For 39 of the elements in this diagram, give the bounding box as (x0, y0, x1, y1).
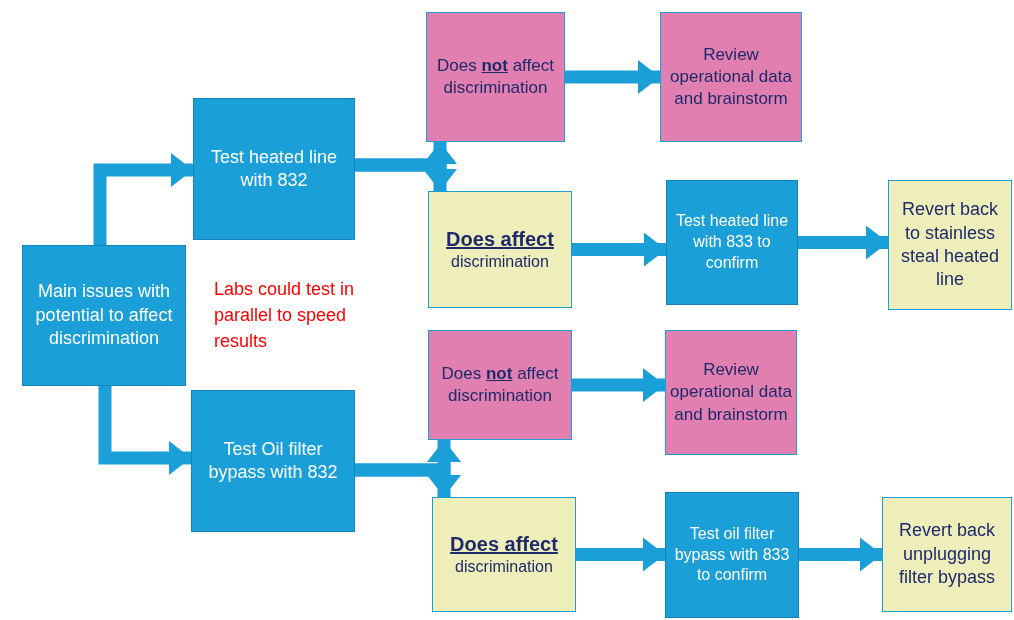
arrow (572, 232, 666, 267)
outcome-box (665, 330, 797, 455)
outcome-box (428, 191, 572, 308)
box-text: Revert back to stainless steal heated line (899, 198, 1001, 292)
outcome-box (660, 12, 802, 142)
outcome-box (428, 330, 572, 440)
arrow (798, 225, 888, 260)
box-text: Does not affect discrimination (436, 54, 555, 99)
note-text: Labs could test in parallel to speed results (214, 278, 356, 354)
box-text: Revert back unplugging filter bypass (897, 519, 996, 590)
process-box (191, 390, 355, 532)
box-text: Does not affect discrimination (440, 362, 560, 407)
process-box (666, 180, 798, 305)
outcome-box (426, 12, 565, 142)
process-box (22, 245, 186, 386)
arrow (98, 386, 191, 475)
box-text: discrimination (455, 557, 553, 578)
box-text: Review operational data and brainstorm (669, 43, 793, 111)
outcome-box (888, 180, 1012, 310)
box-heading: Does affect (450, 532, 558, 558)
arrow (565, 60, 660, 94)
arrow (576, 537, 665, 572)
box-text: Test Oil filter bypass with 832 (207, 437, 339, 484)
outcome-box (432, 497, 576, 612)
process-box (193, 98, 355, 240)
box-text: Review operational data and brainstorm (670, 359, 792, 426)
arrow (355, 158, 457, 191)
box-text: Test heated line with 833 to confirm (674, 211, 790, 273)
box-text: Test oil filter bypass with 833 to confirm (673, 523, 791, 586)
arrow (799, 537, 882, 572)
box-text: Main issues with potential to affect discrimination (34, 280, 174, 351)
box-text: Test heated line with 832 (209, 145, 339, 192)
arrow (572, 368, 665, 402)
box-heading: Does affect (446, 227, 554, 253)
process-box (665, 492, 799, 618)
box-text: discrimination (451, 252, 549, 273)
outcome-box (882, 497, 1012, 612)
arrow (355, 463, 461, 497)
arrow (93, 153, 193, 245)
